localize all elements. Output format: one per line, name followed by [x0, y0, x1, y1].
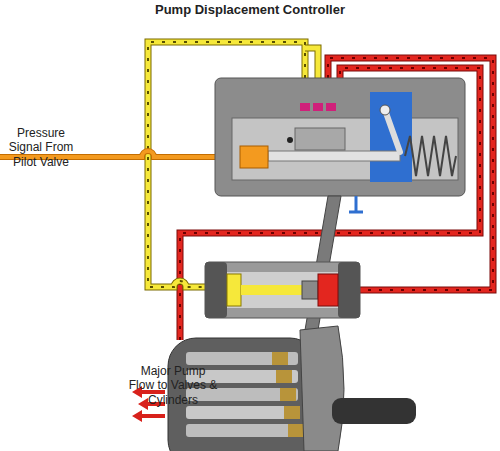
callout-label: Pressure Signal From Pilot Valve	[4, 126, 78, 169]
servo-cylinder	[205, 262, 360, 318]
pressure-line-red	[180, 58, 493, 340]
callout-label: Major Pump Flow to Valves & Cylinders	[128, 364, 218, 407]
controller-valve	[215, 78, 465, 196]
diagram-title: Pump Displacement Controller	[0, 2, 500, 18]
tank-drain-symbol	[349, 196, 363, 212]
